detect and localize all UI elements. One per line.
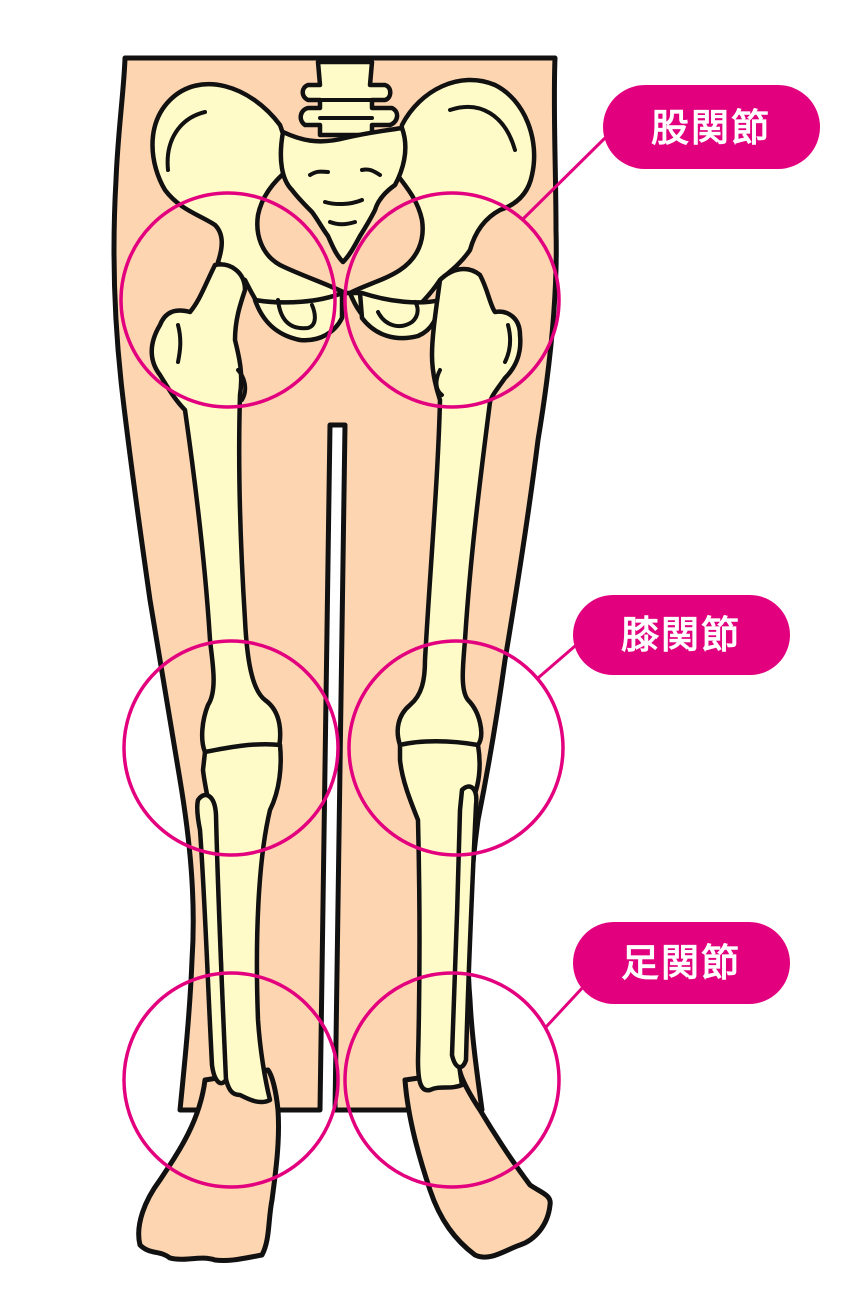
ring-hip-left	[119, 191, 337, 409]
left-fibula	[194, 792, 229, 1086]
ilium-inner-line	[165, 110, 207, 172]
ilium-inner-line	[448, 104, 517, 152]
ring-ankle-right	[343, 971, 561, 1189]
leader-ankle	[544, 983, 587, 1029]
femurs	[149, 262, 523, 755]
ring-knee-left	[122, 639, 340, 857]
right-fibula	[449, 784, 479, 1070]
label-knee: 膝関節	[573, 595, 790, 675]
left-femur	[149, 262, 283, 755]
joint-markers	[119, 191, 565, 1189]
label-knee-pill	[573, 595, 790, 675]
label-ankle: 足関節	[573, 922, 790, 1004]
label-hip: 股関節	[603, 85, 820, 169]
sacrum	[278, 125, 408, 265]
right-femur	[395, 266, 523, 748]
label-hip-text: 股関節	[651, 106, 771, 150]
right-foot	[402, 1069, 553, 1260]
ring-hip-right	[343, 191, 561, 409]
left-foot	[136, 1067, 282, 1263]
label-hip-pill	[603, 85, 820, 169]
femur-trochanter-line	[434, 323, 513, 397]
pelvis	[150, 59, 537, 343]
label-knee-text: 膝関節	[621, 613, 741, 657]
femur-trochanter-line	[176, 323, 248, 402]
ring-ankle-left	[122, 971, 340, 1189]
obturator-foramen	[276, 298, 420, 331]
label-ankle-pill	[573, 922, 790, 1004]
sacrum-detail	[308, 167, 382, 227]
lower-leg-bones	[194, 739, 482, 1105]
label-ankle-text: 足関節	[621, 941, 741, 985]
leader-hip	[520, 136, 607, 222]
ring-knee-right	[347, 639, 565, 857]
vertebra-line	[318, 98, 374, 120]
